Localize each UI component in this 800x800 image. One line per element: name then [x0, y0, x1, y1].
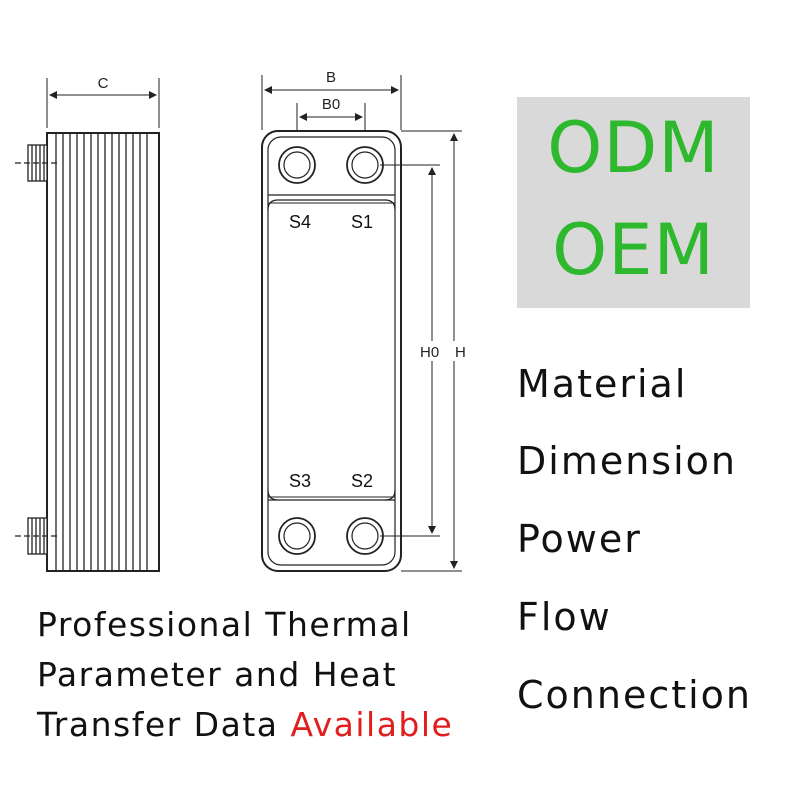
- feature-connection: Connection: [517, 673, 753, 717]
- feature-flow: Flow: [517, 595, 612, 639]
- top-connector-thread: [15, 144, 60, 182]
- caption-available-highlight: Available: [290, 705, 454, 744]
- port-label-s4: S4: [289, 212, 311, 232]
- dimension-h-label: H: [455, 344, 466, 361]
- front-view: [261, 75, 462, 572]
- port-label-s2: S2: [351, 471, 373, 491]
- port-label-s3: S3: [289, 471, 311, 491]
- feature-power: Power: [517, 517, 642, 561]
- dimension-b-label: B: [326, 69, 336, 86]
- dimension-h0-label: H0: [420, 344, 439, 361]
- feature-material: Material: [517, 362, 688, 406]
- port-s4: [278, 146, 316, 184]
- feature-dimension: Dimension: [517, 439, 737, 483]
- dimension-b0-label: B0: [322, 96, 340, 113]
- odm-oem-badge: ODM OEM: [517, 97, 750, 308]
- caption-line-3: Transfer Data Available: [37, 700, 497, 750]
- oem-label: OEM: [552, 209, 715, 291]
- front-plate-outer: [261, 130, 402, 572]
- side-view: [15, 78, 160, 572]
- dimension-c-label: C: [98, 75, 109, 92]
- caption-line-1: Professional Thermal: [37, 605, 412, 644]
- caption-line-3-prefix: Transfer Data: [37, 705, 279, 744]
- thermal-data-caption: Professional Thermal Parameter and Heat …: [37, 600, 497, 750]
- bottom-connector-thread: [15, 517, 60, 555]
- front-plate-inner: [267, 136, 396, 566]
- odm-label: ODM: [547, 107, 720, 189]
- caption-line-2: Parameter and Heat: [37, 655, 398, 694]
- side-body: [46, 132, 160, 572]
- port-label-s1: S1: [351, 212, 373, 232]
- port-s3: [278, 517, 316, 555]
- side-plate-lines: [55, 133, 148, 571]
